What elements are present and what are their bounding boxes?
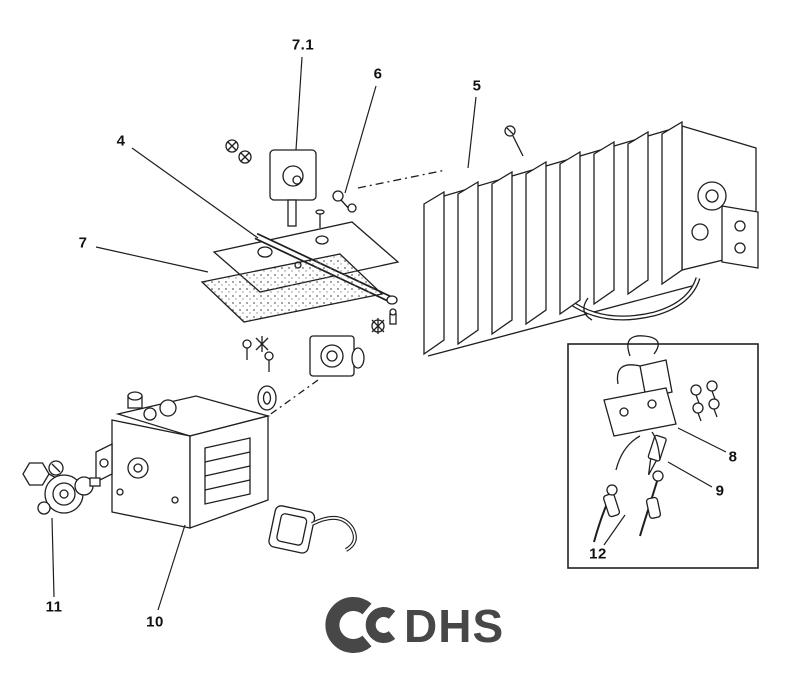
inset-box <box>567 343 759 569</box>
screw-6-drawing <box>332 190 357 213</box>
bracket-8-drawing <box>603 335 720 437</box>
bracket-7-1-drawing <box>225 139 317 227</box>
connector-drawing <box>268 505 357 554</box>
callout-5: 5 <box>472 77 482 95</box>
electrode-9-drawing <box>647 434 667 476</box>
thermostat-11-drawing <box>22 460 101 515</box>
callout-9: 9 <box>715 482 725 500</box>
gas-valve-drawing <box>95 391 271 529</box>
heat-exchanger-drawing <box>357 120 759 357</box>
leader-lines <box>51 56 727 611</box>
callout-7-1: 7.1 <box>291 36 315 54</box>
dhs-logo-outer-arc <box>325 597 372 653</box>
callout-11: 11 <box>45 598 63 616</box>
callout-4: 4 <box>116 132 126 150</box>
cables-12-drawing <box>593 431 664 543</box>
dhs-logo-text: DHS <box>404 600 504 652</box>
callout-6: 6 <box>373 65 383 83</box>
callout-8: 8 <box>728 448 738 466</box>
top-plate-drawing <box>200 209 400 417</box>
callout-12: 12 <box>589 545 607 563</box>
dhs-logo-inner-arc <box>365 607 396 643</box>
dhs-logo: DHS <box>325 597 504 653</box>
callout-7: 7 <box>78 234 88 252</box>
callout-10: 10 <box>146 613 164 631</box>
